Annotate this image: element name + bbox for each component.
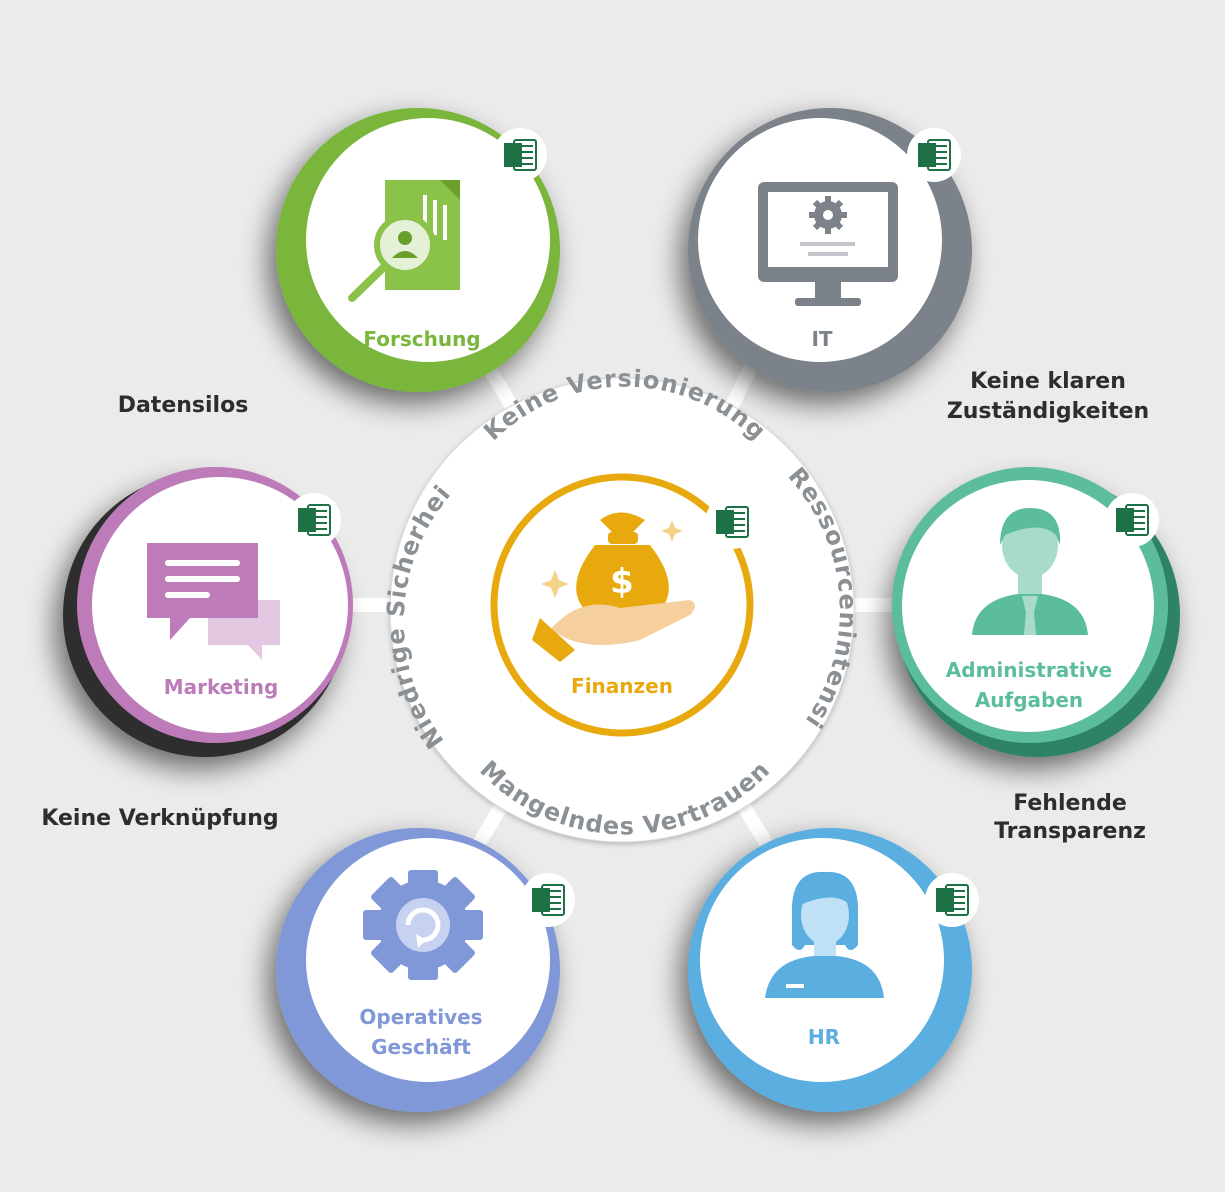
svg-text:$: $ <box>610 562 634 602</box>
node-label-line-1: Operatives <box>359 1005 482 1029</box>
node-administrative: Administrative Aufgaben <box>892 467 1180 757</box>
side-label-keine-verknuepfung: Keine Verknüpfung <box>41 806 278 831</box>
excel-icon <box>1104 492 1160 548</box>
side-label-datensilos: Datensilos <box>118 393 249 418</box>
node-label: Forschung <box>363 327 480 351</box>
side-label-keine-klaren-line-2: Zuständigkeiten <box>947 399 1149 424</box>
research-document-magnifier-icon <box>348 180 460 302</box>
center-node-finanzen: $ Finanzen <box>490 473 760 737</box>
side-label-keine-klaren-line-1: Keine klaren <box>970 369 1126 394</box>
woman-user-icon <box>765 871 884 998</box>
node-label-line-2: Aufgaben <box>975 688 1083 712</box>
node-label: Marketing <box>164 675 279 699</box>
node-label-line-2: Geschäft <box>371 1035 471 1059</box>
node-it: IT <box>688 108 972 392</box>
excel-icon <box>286 492 342 548</box>
node-marketing: Marketing <box>63 467 353 757</box>
businessman-icon <box>972 508 1088 635</box>
excel-icon <box>492 127 548 183</box>
node-label: IT <box>811 327 832 351</box>
center-label: Finanzen <box>571 674 673 698</box>
monitor-gear-icon <box>758 182 898 306</box>
excel-icon <box>906 127 962 183</box>
side-label-fehlende-transparenz-line-2: Transparenz <box>994 819 1146 844</box>
money-bag-hand-icon: $ <box>532 512 695 662</box>
gear-refresh-icon <box>363 870 483 980</box>
node-operatives: Operatives Geschäft <box>276 828 576 1112</box>
chat-bubbles-icon <box>147 543 280 660</box>
excel-icon <box>520 872 576 928</box>
node-hr: HR <box>688 828 980 1112</box>
excel-icon <box>924 872 980 928</box>
side-label-fehlende-transparenz-line-1: Fehlende <box>1013 791 1127 816</box>
node-label: HR <box>808 1025 840 1049</box>
node-forschung: Forschung <box>276 108 560 392</box>
node-label-line-1: Administrative <box>946 658 1112 682</box>
excel-icon <box>704 494 760 550</box>
